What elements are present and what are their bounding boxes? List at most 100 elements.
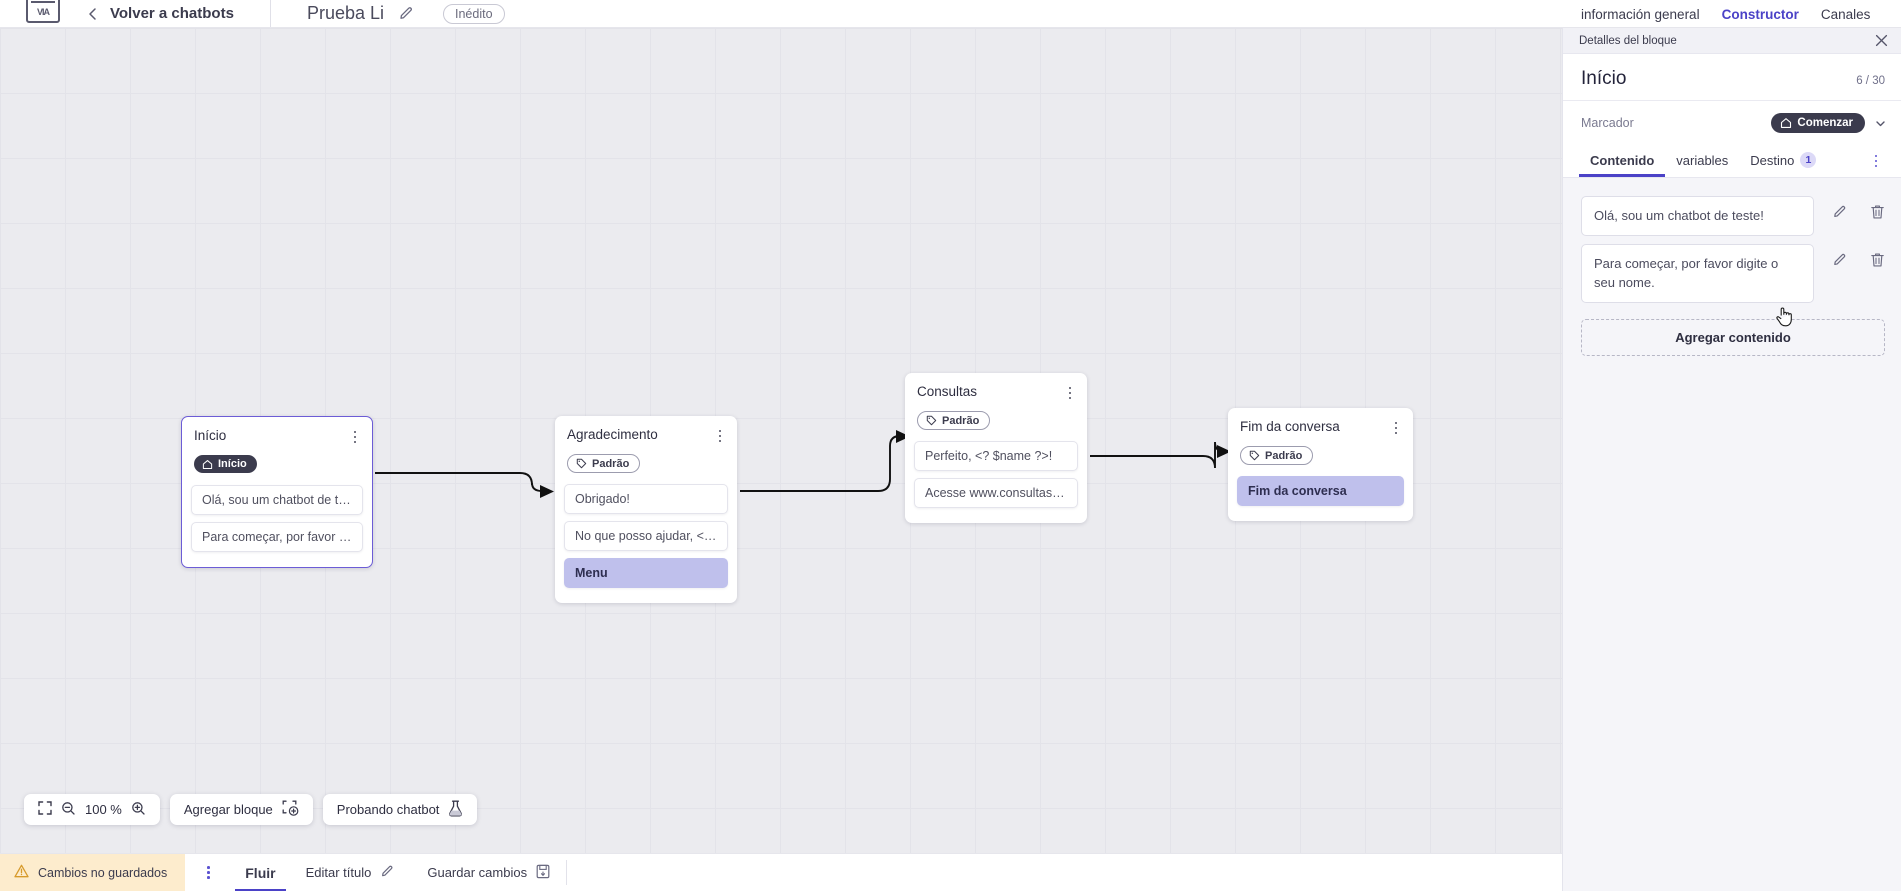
marker-value-pill[interactable]: Comenzar (1771, 113, 1865, 133)
panel-tab-contenido[interactable]: Contenido (1579, 146, 1666, 177)
toolbar-divider (269, 0, 271, 27)
kebab-menu-icon[interactable] (348, 428, 362, 446)
chevron-left-icon[interactable] (86, 7, 100, 21)
tab-canales[interactable]: Canales (1820, 7, 1871, 22)
node-tag-padrao[interactable]: Padrão (917, 411, 991, 430)
pencil-icon (380, 864, 395, 882)
chevron-down-icon[interactable] (1874, 117, 1887, 130)
node-message-menu[interactable]: Menu (564, 558, 728, 588)
node-title: Consultas (917, 384, 978, 399)
flow-node-consultas[interactable]: Consultas Padrão Perfeito, <? $name ?>! … (905, 373, 1087, 523)
test-chatbot-button[interactable]: Probando chatbot (322, 794, 478, 825)
unsaved-changes-label: Cambios no guardados (38, 865, 168, 880)
zoom-out-icon[interactable] (61, 801, 76, 819)
save-changes-button[interactable]: Guardar cambios (411, 854, 566, 891)
node-tag-label: Padrão (592, 457, 630, 470)
node-header: Início (182, 417, 372, 446)
bottom-divider (566, 860, 568, 885)
node-header: Agradecimento (555, 416, 737, 445)
node-title: Início (194, 428, 227, 443)
content-item-row: Olá, sou um chatbot de teste! (1581, 196, 1885, 236)
pencil-icon[interactable] (1832, 252, 1848, 273)
panel-kebab-menu-icon[interactable] (1869, 152, 1883, 170)
node-title: Agradecimento (567, 427, 658, 442)
panel-block-title: Início (1581, 68, 1627, 89)
unsaved-changes-banner: Cambios no guardados (0, 854, 186, 891)
fit-screen-icon[interactable] (38, 801, 52, 818)
node-tag-inicio[interactable]: Início (194, 455, 257, 473)
panel-tab-variables[interactable]: variables (1665, 146, 1739, 177)
content-text[interactable]: Olá, sou um chatbot de teste! (1581, 196, 1814, 236)
kebab-menu-icon[interactable] (1063, 384, 1077, 402)
content-item-actions (1814, 244, 1885, 273)
add-content-button[interactable]: Agregar contenido (1581, 318, 1885, 356)
node-tag-label: Início (218, 458, 247, 470)
node-tag-padrao[interactable]: Padrão (567, 454, 641, 473)
panel-tab-badge: 1 (1800, 152, 1817, 168)
marker-value-label: Comenzar (1797, 117, 1853, 129)
content-item-actions (1814, 196, 1885, 225)
node-message[interactable]: Olá, sou um chatbot de teste! (191, 484, 363, 515)
panel-tab-label: Contenido (1590, 152, 1655, 168)
tag-icon (576, 458, 587, 469)
logo-text: VIA (36, 6, 50, 17)
panel-header-title: Detalles del bloque (1579, 34, 1677, 47)
trash-icon[interactable] (1870, 204, 1885, 225)
node-header: Consultas (905, 373, 1087, 402)
tag-icon (1249, 450, 1260, 461)
top-bar: VIA Volver a chatbots Prueba Li Inédito (0, 0, 1562, 28)
panel-tab-label: Destino (1750, 152, 1795, 168)
bottom-kebab-menu-icon[interactable] (185, 854, 231, 891)
flow-node-fim-da-conversa[interactable]: Fim da conversa Padrão Fim da conversa (1228, 408, 1413, 521)
flow-canvas[interactable]: Início Início Olá, sou um chatbot de tes… (0, 28, 1562, 863)
flow-node-inicio[interactable]: Início Início Olá, sou um chatbot de tes… (181, 416, 373, 568)
content-text[interactable]: Para começar, por favor digite o seu nom… (1581, 243, 1814, 303)
bottom-bar: Cambios no guardados Fluir Editar título… (0, 853, 1562, 891)
right-top-tabs: información general Constructor Canales (1562, 0, 1901, 28)
chatbot-name: Prueba Li (306, 3, 384, 23)
pencil-icon[interactable] (1832, 204, 1848, 225)
node-message[interactable]: Para começar, por favor digite o ... (191, 521, 363, 552)
add-block-button[interactable]: Agregar bloque (169, 794, 313, 825)
panel-tab-label: variables (1676, 152, 1729, 168)
panel-title-row: Início 6 / 30 (1563, 54, 1901, 101)
bottom-tab-fluir[interactable]: Fluir (231, 854, 289, 891)
save-disk-icon (536, 864, 550, 882)
node-message-fim[interactable]: Fim da conversa (1237, 476, 1404, 506)
flow-node-agradecimento[interactable]: Agradecimento Padrão Obrigado! No que po… (555, 416, 737, 603)
node-tag-padrao[interactable]: Padrão (1240, 446, 1314, 465)
edit-title-label: Editar título (305, 865, 372, 880)
kebab-menu-icon[interactable] (713, 427, 727, 445)
kebab-menu-icon[interactable] (1389, 419, 1403, 437)
node-tag-row: Padrão (555, 445, 737, 484)
node-tag-label: Padrão (942, 414, 980, 427)
node-message[interactable]: Acesse www.consultas.com par... (914, 478, 1078, 508)
node-tag-row: Início (182, 446, 372, 485)
node-message[interactable]: No que posso ajudar, <? $name ... (564, 521, 728, 551)
back-to-chatbots-label[interactable]: Volver a chatbots (110, 5, 234, 22)
tab-informacion-general[interactable]: información general (1581, 7, 1700, 22)
panel-tab-destino[interactable]: Destino 1 (1739, 145, 1827, 177)
edit-title-button[interactable]: Editar título (290, 854, 412, 891)
app-logo-icon[interactable]: VIA (26, 0, 60, 23)
pencil-icon[interactable] (398, 5, 415, 22)
zoom-level-value: 100 % (85, 802, 122, 817)
save-changes-label: Guardar cambios (427, 865, 528, 880)
content-item-row: Para começar, por favor digite o seu nom… (1581, 243, 1885, 303)
trash-icon[interactable] (1870, 252, 1885, 273)
zoom-in-icon[interactable] (131, 801, 146, 819)
add-block-label: Agregar bloque (183, 802, 273, 817)
marker-label: Marcador (1581, 116, 1634, 130)
close-x-icon[interactable] (1874, 33, 1889, 48)
tab-constructor[interactable]: Constructor (1711, 1, 1810, 27)
warning-triangle-icon (14, 864, 29, 881)
home-icon (1781, 118, 1792, 128)
flow-edges (375, 430, 1231, 498)
flask-icon (448, 800, 463, 820)
node-message[interactable]: Perfeito, <? $name ?>! (914, 441, 1078, 471)
node-message[interactable]: Obrigado! (564, 484, 728, 514)
block-details-panel: Detalles del bloque Início 6 / 30 Marcad… (1562, 28, 1901, 891)
node-tag-row: Padrão (905, 402, 1087, 441)
node-title: Fim da conversa (1240, 419, 1340, 434)
node-tag-row: Padrão (1228, 437, 1413, 476)
